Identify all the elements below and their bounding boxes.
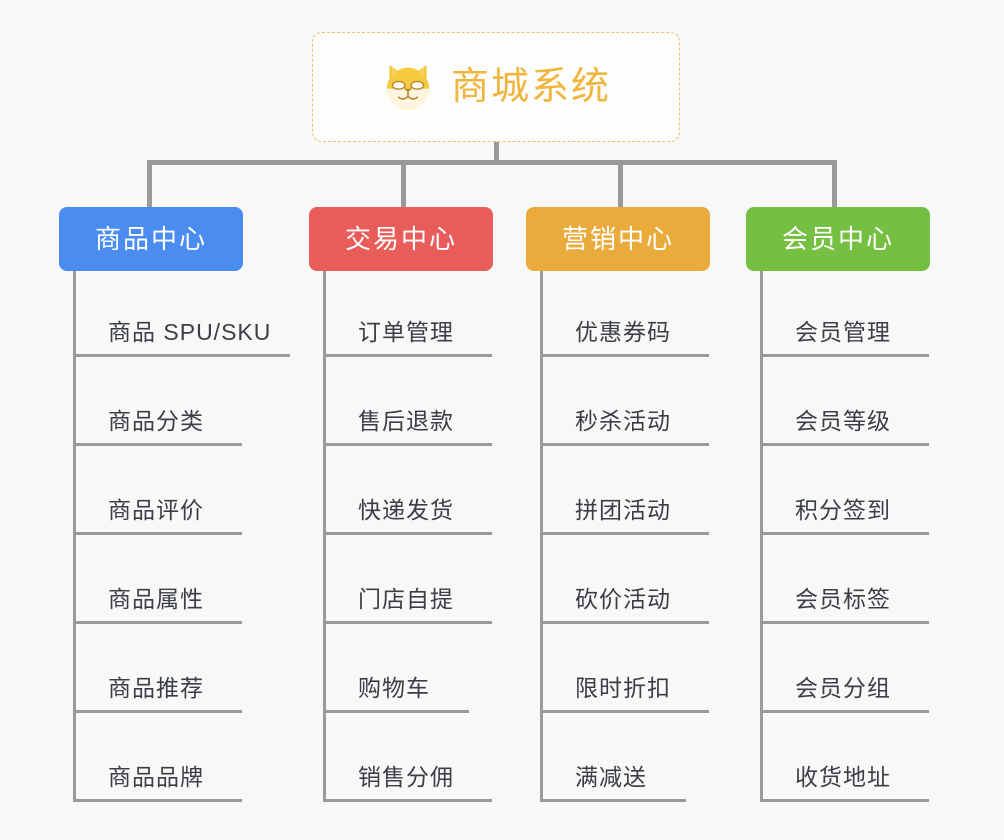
leaf-label: 订单管理 bbox=[358, 319, 454, 345]
connector-drop-1 bbox=[147, 160, 152, 208]
leaf-item[interactable]: 秒杀活动 bbox=[543, 357, 709, 446]
leaf-item[interactable]: 门店自提 bbox=[326, 535, 492, 624]
leaf-label: 商品推荐 bbox=[108, 675, 204, 701]
branch-column-1: 商品中心 商品 SPU/SKU 商品分类 商品评价 商品属性 商品推荐 商品品牌 bbox=[59, 207, 290, 802]
leaf-label: 商品评价 bbox=[108, 497, 204, 523]
leaf-label: 商品分类 bbox=[108, 408, 204, 434]
leaf-item[interactable]: 商品推荐 bbox=[76, 624, 242, 713]
connector-drop-2 bbox=[401, 160, 406, 208]
leaf-list-2: 订单管理 售后退款 快递发货 门店自提 购物车 销售分佣 bbox=[323, 271, 535, 802]
connector-drop-3 bbox=[618, 160, 623, 208]
leaf-list-3: 优惠券码 秒杀活动 拼团活动 砍价活动 限时折扣 满减送 bbox=[540, 271, 752, 802]
leaf-item[interactable]: 会员分组 bbox=[763, 624, 929, 713]
branch-column-4: 会员中心 会员管理 会员等级 积分签到 会员标签 会员分组 收货地址 bbox=[746, 207, 972, 802]
category-label: 营销中心 bbox=[561, 224, 674, 254]
leaf-label: 商品属性 bbox=[108, 586, 204, 612]
leaf-item[interactable]: 收货地址 bbox=[763, 713, 929, 802]
leaf-item[interactable]: 限时折扣 bbox=[543, 624, 709, 713]
leaf-item[interactable]: 商品分类 bbox=[76, 357, 242, 446]
branch-column-2: 交易中心 订单管理 售后退款 快递发货 门店自提 购物车 销售分佣 bbox=[309, 207, 535, 802]
leaf-label: 限时折扣 bbox=[575, 675, 671, 701]
leaf-label: 砍价活动 bbox=[575, 586, 671, 612]
leaf-item[interactable]: 商品 SPU/SKU bbox=[76, 271, 290, 357]
category-box-1[interactable]: 商品中心 bbox=[59, 207, 243, 271]
leaf-label: 优惠券码 bbox=[575, 319, 671, 345]
leaf-label: 门店自提 bbox=[358, 586, 454, 612]
root-node[interactable]: 商城系统 bbox=[312, 32, 680, 142]
leaf-label: 销售分佣 bbox=[358, 764, 454, 790]
leaf-label: 商品 SPU/SKU bbox=[108, 319, 272, 345]
connector-root-stem bbox=[494, 142, 499, 164]
leaf-item[interactable]: 会员等级 bbox=[763, 357, 929, 446]
leaf-label: 积分签到 bbox=[795, 497, 891, 523]
leaf-label: 会员标签 bbox=[795, 586, 891, 612]
category-box-2[interactable]: 交易中心 bbox=[309, 207, 493, 271]
leaf-item[interactable]: 满减送 bbox=[543, 713, 686, 802]
leaf-item[interactable]: 优惠券码 bbox=[543, 271, 709, 357]
leaf-label: 会员等级 bbox=[795, 408, 891, 434]
leaf-item[interactable]: 售后退款 bbox=[326, 357, 492, 446]
connector-drop-4 bbox=[832, 160, 837, 208]
leaf-item[interactable]: 销售分佣 bbox=[326, 713, 492, 802]
leaf-item[interactable]: 砍价活动 bbox=[543, 535, 709, 624]
leaf-item[interactable]: 会员标签 bbox=[763, 535, 929, 624]
leaf-label: 秒杀活动 bbox=[575, 408, 671, 434]
branch-column-3: 营销中心 优惠券码 秒杀活动 拼团活动 砍价活动 限时折扣 满减送 bbox=[526, 207, 752, 802]
leaf-label: 拼团活动 bbox=[575, 497, 671, 523]
shiba-dog-icon bbox=[381, 60, 435, 114]
leaf-item[interactable]: 积分签到 bbox=[763, 446, 929, 535]
leaf-list-4: 会员管理 会员等级 积分签到 会员标签 会员分组 收货地址 bbox=[760, 271, 972, 802]
leaf-label: 收货地址 bbox=[795, 764, 891, 790]
leaf-item[interactable]: 拼团活动 bbox=[543, 446, 709, 535]
leaf-label: 快递发货 bbox=[358, 497, 454, 523]
root-title: 商城系统 bbox=[450, 66, 611, 108]
category-box-3[interactable]: 营销中心 bbox=[526, 207, 710, 271]
leaf-item[interactable]: 商品属性 bbox=[76, 535, 242, 624]
leaf-item[interactable]: 订单管理 bbox=[326, 271, 492, 357]
leaf-item[interactable]: 快递发货 bbox=[326, 446, 492, 535]
category-label: 会员中心 bbox=[781, 224, 894, 254]
category-label: 商品中心 bbox=[94, 224, 207, 254]
leaf-label: 会员分组 bbox=[795, 675, 891, 701]
leaf-item[interactable]: 商品品牌 bbox=[76, 713, 242, 802]
leaf-label: 售后退款 bbox=[358, 408, 454, 434]
leaf-label: 满减送 bbox=[575, 764, 647, 790]
connector-horizontal-bus bbox=[147, 160, 837, 165]
leaf-list-1: 商品 SPU/SKU 商品分类 商品评价 商品属性 商品推荐 商品品牌 bbox=[73, 271, 290, 802]
leaf-label: 购物车 bbox=[358, 675, 430, 701]
leaf-item[interactable]: 商品评价 bbox=[76, 446, 242, 535]
leaf-item[interactable]: 购物车 bbox=[326, 624, 469, 713]
category-box-4[interactable]: 会员中心 bbox=[746, 207, 930, 271]
leaf-label: 会员管理 bbox=[795, 319, 891, 345]
category-label: 交易中心 bbox=[344, 224, 457, 254]
leaf-item[interactable]: 会员管理 bbox=[763, 271, 929, 357]
leaf-label: 商品品牌 bbox=[108, 764, 204, 790]
